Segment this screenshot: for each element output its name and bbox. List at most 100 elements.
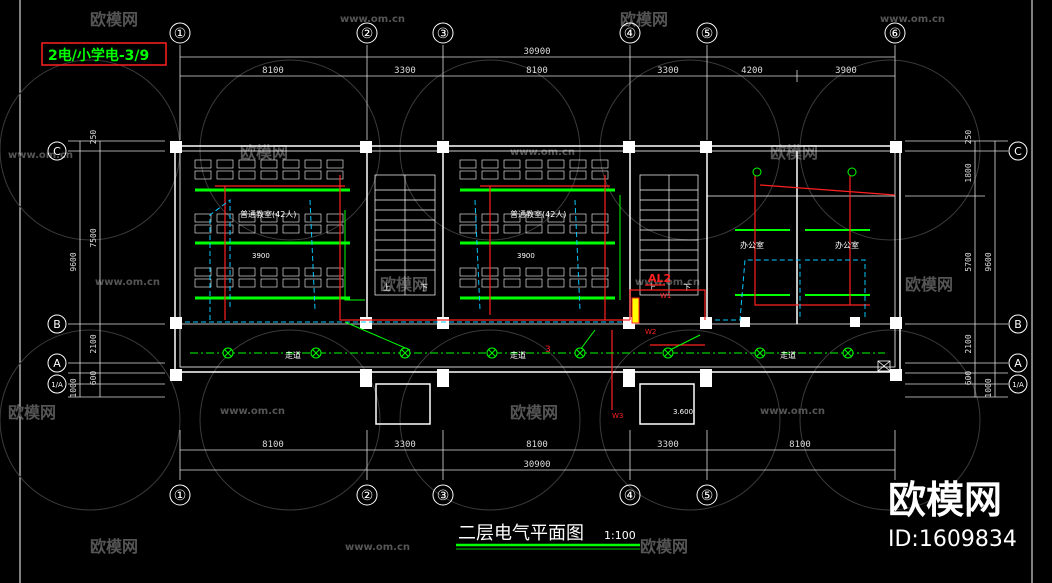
axis-bottom-label: ② xyxy=(361,488,374,504)
axis-side-label: B xyxy=(1014,318,1022,331)
desk xyxy=(282,213,300,223)
axis-side-label: B xyxy=(53,318,61,331)
dim-bottom-total: 30900 xyxy=(523,460,550,470)
watermark-url: www.om.cn xyxy=(880,14,945,25)
dim-top: 4200 xyxy=(741,66,763,76)
dim-left-total: 9600 xyxy=(69,252,78,271)
circuit-label: W3 xyxy=(612,412,623,420)
desk xyxy=(326,213,344,223)
stair-down-label: 下 xyxy=(683,283,691,292)
desk xyxy=(194,278,212,288)
corridor-light-fixtures xyxy=(222,347,854,359)
dim-top: 8100 xyxy=(526,66,548,76)
desk xyxy=(282,267,300,277)
desk xyxy=(503,159,521,169)
axis-side xyxy=(47,141,1028,394)
watermark-id: ID:1609834 xyxy=(888,527,1017,552)
desk xyxy=(525,267,543,277)
watermark-texts: 欧模网 www.om.cn 欧模网 www.om.cn 欧模网 www.om.c… xyxy=(8,10,953,556)
desk xyxy=(547,267,565,277)
desk xyxy=(569,159,587,169)
desk xyxy=(238,170,256,180)
desk xyxy=(282,159,300,169)
small-mark: 3 xyxy=(545,345,551,355)
panel-label: AL2 xyxy=(648,272,671,285)
axis-side-label: 1/A xyxy=(1012,381,1024,389)
sheet-label-box xyxy=(41,42,167,66)
desk xyxy=(282,278,300,288)
lighting-wiring xyxy=(185,199,866,323)
circuit-label: W1 xyxy=(660,292,671,300)
desk xyxy=(238,213,256,223)
desk xyxy=(569,170,587,180)
axis-top xyxy=(169,22,906,44)
watermark-url: www.om.cn xyxy=(8,150,73,161)
dim-top-total: 30900 xyxy=(523,47,550,57)
corridor-light xyxy=(486,347,498,359)
dim-right: 2100 xyxy=(964,334,973,353)
corridor-light xyxy=(574,347,586,359)
stair-down-label: 下 xyxy=(420,283,428,292)
room-number: 3900 xyxy=(517,252,535,260)
desk xyxy=(238,267,256,277)
dim-bottom: 3300 xyxy=(657,440,679,450)
watermark-url: www.om.cn xyxy=(95,277,160,288)
desk xyxy=(304,213,322,223)
axis-side-label: A xyxy=(1014,357,1022,370)
axis-bottom-label: ⑤ xyxy=(701,488,714,504)
watermark-brand: 欧模网 xyxy=(905,275,953,294)
dim-top: 3300 xyxy=(657,66,679,76)
desk xyxy=(282,224,300,234)
axis-side-label: A xyxy=(53,357,61,370)
corridor-label: 走道 xyxy=(780,350,796,360)
dimension-left xyxy=(68,140,165,398)
desk xyxy=(216,170,234,180)
axis-side-label: C xyxy=(53,145,61,158)
stair-1 xyxy=(374,174,436,296)
desk xyxy=(503,278,521,288)
desk xyxy=(459,224,477,234)
dim-bottom: 3300 xyxy=(394,440,416,450)
watermark-brand: 欧模网 xyxy=(640,537,688,556)
dim-left: 2100 xyxy=(89,334,98,353)
desk xyxy=(326,224,344,234)
drawing-title: 二层电气平面图 1:100 xyxy=(456,523,640,550)
axis-bottom-label: ③ xyxy=(437,488,450,504)
desk xyxy=(260,170,278,180)
desk xyxy=(525,213,543,223)
watermark-url: www.om.cn xyxy=(345,542,410,553)
axis-bottom-label: ① xyxy=(174,488,187,504)
watermark-brand: 欧模网 xyxy=(8,403,56,422)
stair-up-label: 上 xyxy=(648,283,656,292)
desk xyxy=(216,159,234,169)
watermark-logo: 欧模网 ID:1609834 xyxy=(888,478,1017,552)
desk xyxy=(260,224,278,234)
desk xyxy=(503,267,521,277)
dim-right-total: 9600 xyxy=(984,252,993,271)
dim-right: 250 xyxy=(964,130,973,145)
desk xyxy=(260,278,278,288)
desk xyxy=(238,278,256,288)
desk xyxy=(260,159,278,169)
desk xyxy=(591,267,609,277)
desk xyxy=(326,278,344,288)
desk xyxy=(591,213,609,223)
desk xyxy=(194,224,212,234)
sheet-label: 2电/小学电-3/9 xyxy=(41,42,167,66)
watermark-url: www.om.cn xyxy=(510,147,575,158)
distribution-panel: AL2 W1 W2 W3 3 xyxy=(545,272,671,420)
axis-top-label: ④ xyxy=(624,26,637,42)
desk xyxy=(503,170,521,180)
desk xyxy=(304,170,322,180)
desk xyxy=(591,170,609,180)
dim-top: 8100 xyxy=(262,66,284,76)
desk xyxy=(194,170,212,180)
desk xyxy=(304,159,322,169)
desk xyxy=(459,213,477,223)
corridor-lighting xyxy=(190,195,885,354)
watermark-logo-brand: 欧模网 xyxy=(888,478,1002,522)
title-scale: 1:100 xyxy=(604,529,636,542)
axis-top-label: ⑥ xyxy=(889,26,902,42)
desk xyxy=(481,170,499,180)
